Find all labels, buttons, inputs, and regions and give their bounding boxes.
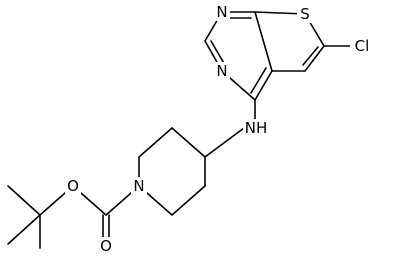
atom-sulfur: S bbox=[300, 5, 310, 23]
atom-pyrimidine-n3: N bbox=[216, 62, 227, 80]
bond-c4a-c7a bbox=[254, 11, 273, 72]
bond-c2-n3-inner bbox=[210, 40, 226, 66]
atom-carbonyl-oxygen: O bbox=[100, 237, 112, 255]
atom-labels: S Cl N N NH N O O bbox=[65, 3, 374, 255]
bonds bbox=[7, 11, 351, 249]
atom-pyrimidine-n1: N bbox=[216, 3, 227, 21]
bond-pip-c6-c5 bbox=[171, 185, 206, 216]
bond-pip-c3-c2 bbox=[138, 127, 173, 158]
bond-c4-c4a bbox=[254, 70, 273, 101]
bond-c6-c5 bbox=[304, 45, 325, 72]
bond-cq-me3 bbox=[7, 214, 41, 245]
bond-c4-c4a-inner bbox=[250, 67, 267, 94]
bond-nh-c4pip bbox=[204, 127, 245, 158]
atom-chlorine: Cl bbox=[355, 37, 370, 55]
bond-pip-c4-c3 bbox=[171, 127, 206, 158]
atom-amine-nh: NH bbox=[245, 119, 268, 137]
bond-cq-me1 bbox=[7, 185, 41, 216]
atom-ester-oxygen: O bbox=[67, 177, 79, 195]
bond-c7a-s bbox=[254, 11, 306, 15]
bond-c6-c5-inner bbox=[302, 46, 319, 66]
atom-piperidine-n: N bbox=[133, 177, 144, 195]
